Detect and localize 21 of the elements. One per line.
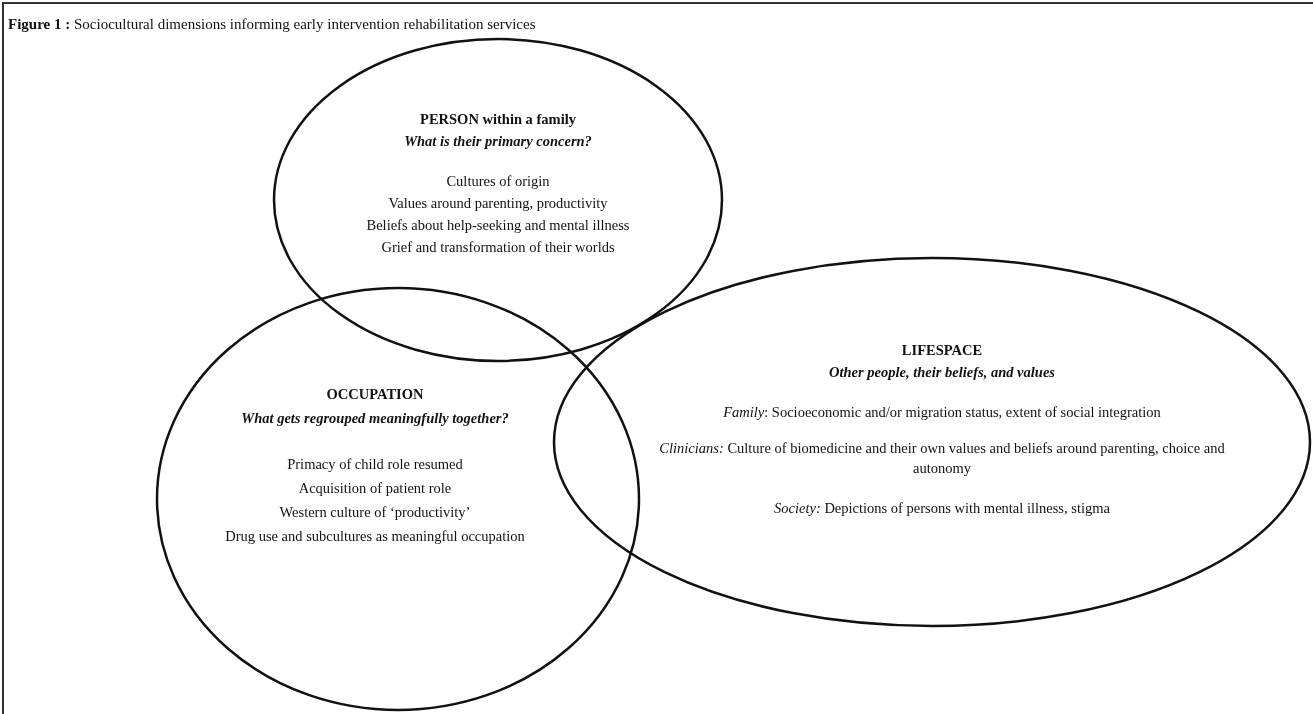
description-text: Values around parenting, productivity [388,194,608,213]
venn-ellipse [272,37,724,363]
description-text: Family: Socioeconomic and/or migration status, extent of social integration [723,403,1161,422]
description-text: Beliefs about help-seeking and mental illness [366,216,630,235]
category-heading: PERSON within a family [420,110,576,129]
description-text: Society: Depictions of persons with mental illness, stigma [774,499,1110,518]
description-text: Grief and transformation of their worlds [381,238,615,257]
figure-title: Figure 1 : Sociocultural dimensions informing early intervention rehabilitation services [8,16,536,33]
description-text: Acquisition of patient role [298,479,452,498]
description-text: Clinicians: Culture of biomedicine and their own values and beliefs around parenting, choice and autonomy [658,439,1226,478]
description-text: Drug use and subcultures as meaningful occupation [225,527,525,546]
description-text: Cultures of origin [446,172,550,191]
category-heading: LIFESPACE [901,341,983,360]
guiding-question: Other people, their beliefs, and values [829,363,1055,382]
description-text: Western culture of ‘productivity’ [279,503,471,522]
venn-ellipse [155,286,641,712]
description-text: Primacy of child role resumed [287,455,463,474]
guiding-question: What is their primary concern? [404,132,592,151]
venn-ellipse [552,256,1313,628]
guiding-question: What gets regrouped meaningfully together? [241,409,509,428]
category-heading: OCCUPATION [326,385,424,404]
